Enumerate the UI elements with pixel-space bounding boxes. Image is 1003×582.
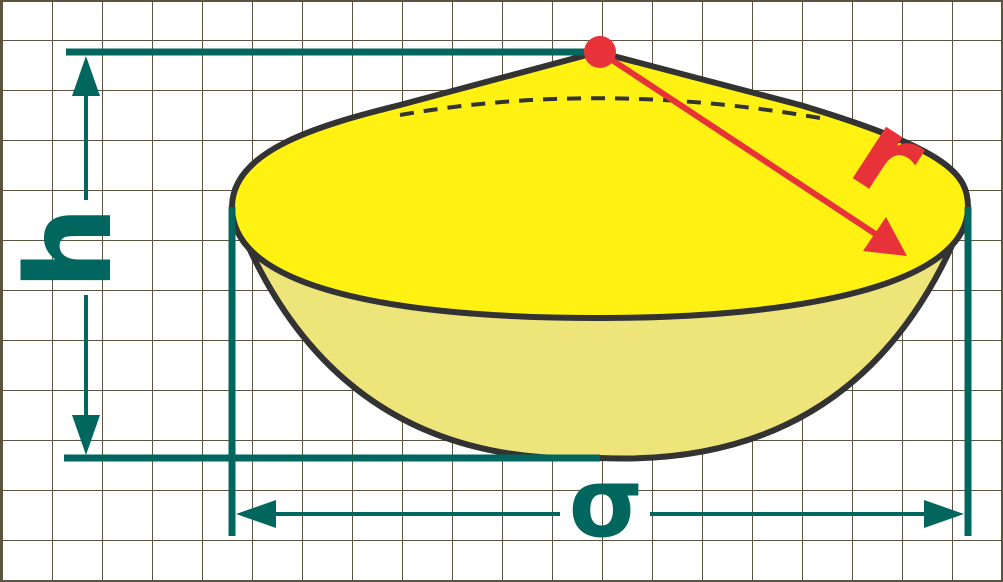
hidden-rim — [399, 96, 821, 120]
radius-line — [597, 49, 883, 240]
cone-cap — [229, 49, 971, 321]
width-dimension — [228, 207, 972, 536]
height-label: h — [0, 206, 138, 290]
width-label: σ — [569, 447, 644, 559]
width-arrowhead-right — [924, 500, 964, 528]
height-arrowhead-bottom — [72, 415, 100, 455]
height-dimension — [64, 48, 600, 462]
radius-indicator — [584, 36, 907, 256]
apex-point — [584, 36, 616, 68]
height-arrowhead-top — [72, 56, 100, 96]
radius-arrowhead — [863, 217, 907, 256]
width-arrowhead-left — [236, 500, 276, 528]
